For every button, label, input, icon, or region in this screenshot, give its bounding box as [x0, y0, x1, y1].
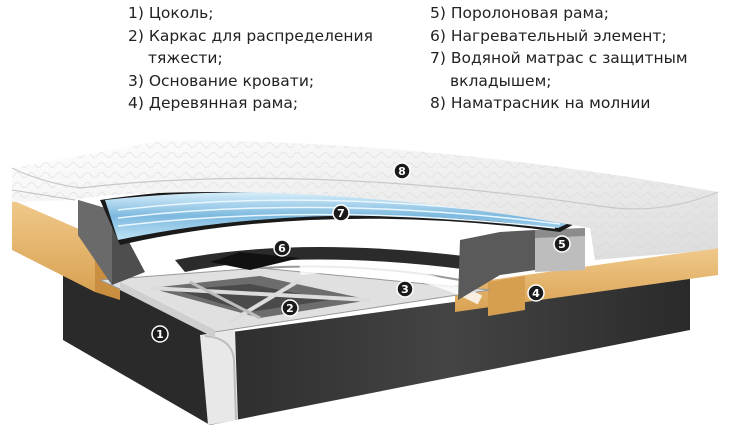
svg-text:1: 1 — [156, 328, 164, 341]
legend-item-4: 4) Деревянная рама; — [128, 94, 299, 112]
badge-4: 4 — [527, 284, 545, 302]
badge-3: 3 — [396, 280, 414, 298]
badge-8: 8 — [393, 162, 411, 180]
heating-element — [175, 246, 480, 272]
legend-right: 5) Поролоновая рама; 6) Нагревательный э… — [430, 2, 688, 115]
legend-item-7: 7) Водяной матрас с защитным — [430, 49, 688, 67]
legend-item-2-cont: тяжести; — [148, 49, 223, 67]
legend-item-1: 1) Цоколь; — [128, 4, 214, 22]
mattress-topper — [11, 140, 719, 260]
plinth — [63, 258, 690, 425]
badge-2: 2 — [281, 299, 299, 317]
legend-item-2: 2) Каркас для распределения — [128, 26, 373, 45]
legend-item-8: 8) Наматрасник на молнии — [430, 94, 651, 112]
svg-text:2: 2 — [286, 302, 294, 315]
svg-text:5: 5 — [558, 238, 566, 251]
legend-item-5: 5) Поролоновая рама; — [430, 4, 609, 22]
badge-5: 5 — [553, 235, 571, 253]
legend-item-3: 3) Основание кровати; — [128, 71, 315, 90]
svg-text:6: 6 — [278, 242, 286, 255]
foam-frame — [78, 200, 585, 300]
svg-text:8: 8 — [398, 165, 406, 178]
legend-left: 1) Цоколь; 2) Каркас для распределения т… — [128, 2, 373, 115]
svg-text:4: 4 — [532, 287, 540, 300]
svg-text:3: 3 — [401, 283, 409, 296]
svg-text:7: 7 — [337, 207, 345, 220]
legend-item-6: 6) Нагревательный элемент; — [430, 26, 667, 45]
badge-1: 1 — [151, 325, 169, 343]
badge-6: 6 — [273, 239, 291, 257]
legend-item-7-cont: вкладышем; — [450, 71, 552, 90]
badge-7: 7 — [332, 204, 350, 222]
